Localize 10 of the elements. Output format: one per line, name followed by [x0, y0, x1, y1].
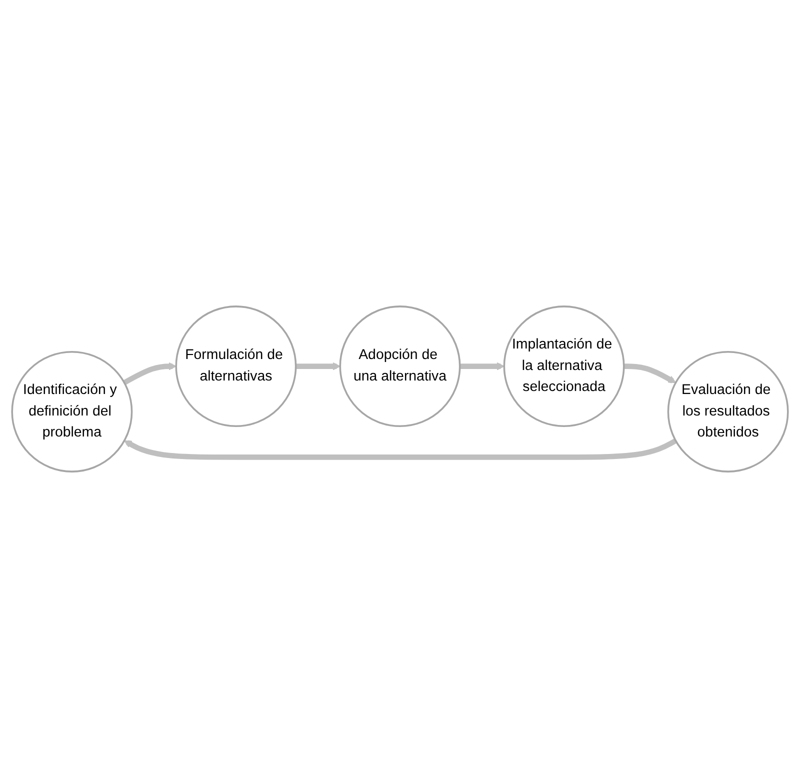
arrow [295, 362, 340, 370]
node-circle: Formulación de alternativas [174, 306, 296, 428]
arrow [122, 362, 176, 386]
node-circle: Identificación y definición del problema [10, 350, 132, 472]
node-circle: Evaluación de los resultados obtenidos [666, 350, 788, 472]
arrow [459, 362, 504, 370]
arrow [623, 364, 676, 384]
node-circle: Adopción de una alternativa [338, 306, 460, 428]
arrow [123, 438, 676, 460]
node-circle: Implantación de la alternativa seleccionada [502, 306, 624, 428]
